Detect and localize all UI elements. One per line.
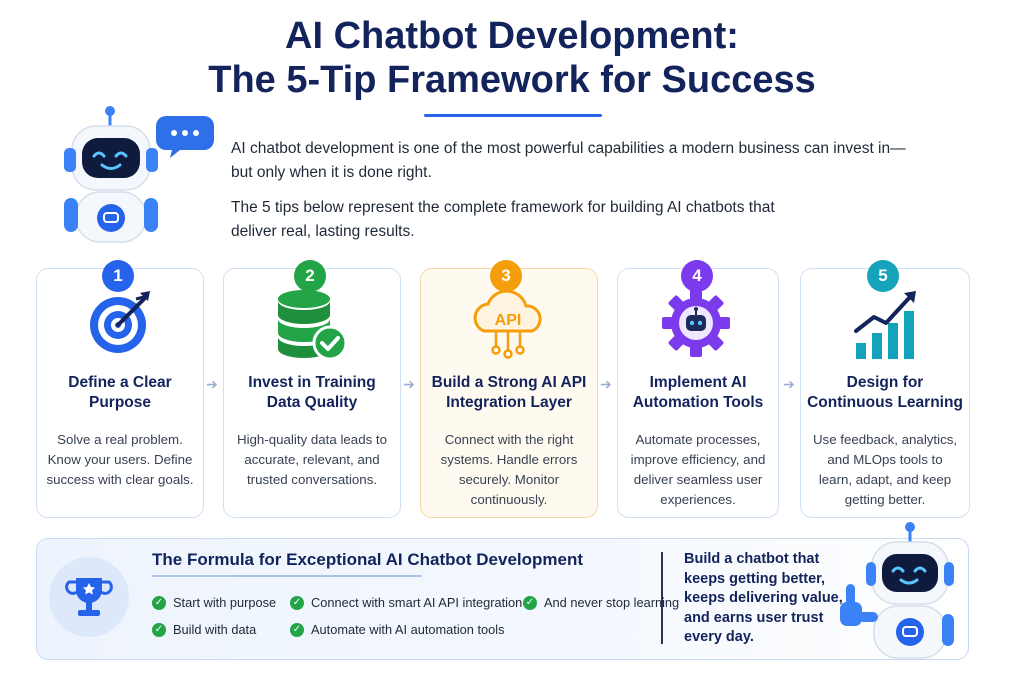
tip-description: Connect with the right systems. Handle e… xyxy=(440,432,578,507)
tip-number-badge-1: 1 xyxy=(102,260,134,292)
tip-card-1: Define a Clear Purpose Solve a real prob… xyxy=(36,268,204,518)
formula-item: ✓ Connect with smart AI API integration xyxy=(290,594,522,612)
target-icon xyxy=(90,291,150,353)
database-check-icon xyxy=(278,290,348,361)
checkmark-icon: ✓ xyxy=(152,596,166,610)
robot-mascot-icon xyxy=(64,106,214,243)
formula-panel xyxy=(36,538,969,660)
api-cloud-icon: API xyxy=(473,289,542,359)
intro-paragraph-1: AI chatbot development is one of the mos… xyxy=(231,140,906,181)
arrow-icon: ➔ xyxy=(206,376,218,392)
tip-card-5: Design for Continuous Learning Use feedb… xyxy=(800,268,970,518)
formula-item: ✓ Automate with AI automation tools xyxy=(290,621,504,639)
formula-item: ✓ Start with purpose xyxy=(152,594,276,612)
tip-number-badge-3: 3 xyxy=(490,260,522,292)
intro-paragraph-2: The 5 tips below represent the complete … xyxy=(231,199,775,240)
tip-description: High-quality data leads to accurate, rel… xyxy=(236,432,388,487)
tip-number-badge-5: 5 xyxy=(867,260,899,292)
tip-card-2: Invest in Training Data Quality High-qua… xyxy=(223,268,401,518)
checkmark-icon: ✓ xyxy=(290,596,304,610)
arrow-icon: ➔ xyxy=(600,376,612,392)
arrow-icon: ➔ xyxy=(403,376,415,392)
checkmark-icon: ✓ xyxy=(152,623,166,637)
checkmark-icon: ✓ xyxy=(290,623,304,637)
page-title-line-1: AI Chatbot Development: xyxy=(285,15,739,57)
arrow-icon: ➔ xyxy=(783,376,795,392)
formula-item-label: And never stop learning xyxy=(544,595,680,610)
trophy-icon xyxy=(65,578,113,616)
panel-divider xyxy=(661,552,663,644)
tip-title: Build a Strong AI API Integration Layer xyxy=(431,374,587,411)
tip-number-badge-2: 2 xyxy=(294,260,326,292)
formula-item-label: Connect with smart AI API integration xyxy=(311,595,523,610)
tip-description: Solve a real problem. Know your users. D… xyxy=(46,432,194,487)
robot-thumbs-up-icon xyxy=(840,522,954,659)
api-label: API xyxy=(495,312,522,329)
formula-title-underline xyxy=(152,575,422,577)
growth-chart-icon xyxy=(854,291,916,359)
closing-statement: Build a chatbot that keeps getting bette… xyxy=(684,551,843,645)
title-underline xyxy=(424,114,602,117)
formula-item-label: Automate with AI automation tools xyxy=(311,622,505,637)
formula-item-label: Build with data xyxy=(173,622,257,637)
page-title-line-2: The 5-Tip Framework for Success xyxy=(208,59,816,101)
tip-number-badge-4: 4 xyxy=(681,260,713,292)
tip-description: Use feedback, analytics, and MLOps tools… xyxy=(812,432,958,507)
tip-title: Design for Continuous Learning xyxy=(807,374,963,411)
robot-gear-icon xyxy=(662,289,730,357)
tip-title: Implement AI Automation Tools xyxy=(632,374,764,411)
formula-item: ✓ And never stop learning xyxy=(523,594,679,612)
formula-item-label: Start with purpose xyxy=(173,595,277,610)
formula-item: ✓ Build with data xyxy=(152,621,256,639)
tip-title: Define a Clear Purpose xyxy=(68,374,172,411)
tip-title: Invest in Training Data Quality xyxy=(248,374,376,411)
formula-title: The Formula for Exceptional AI Chatbot D… xyxy=(152,550,584,569)
tip-description: Automate processes, improve efficiency, … xyxy=(630,432,766,507)
checkmark-icon: ✓ xyxy=(523,596,537,610)
